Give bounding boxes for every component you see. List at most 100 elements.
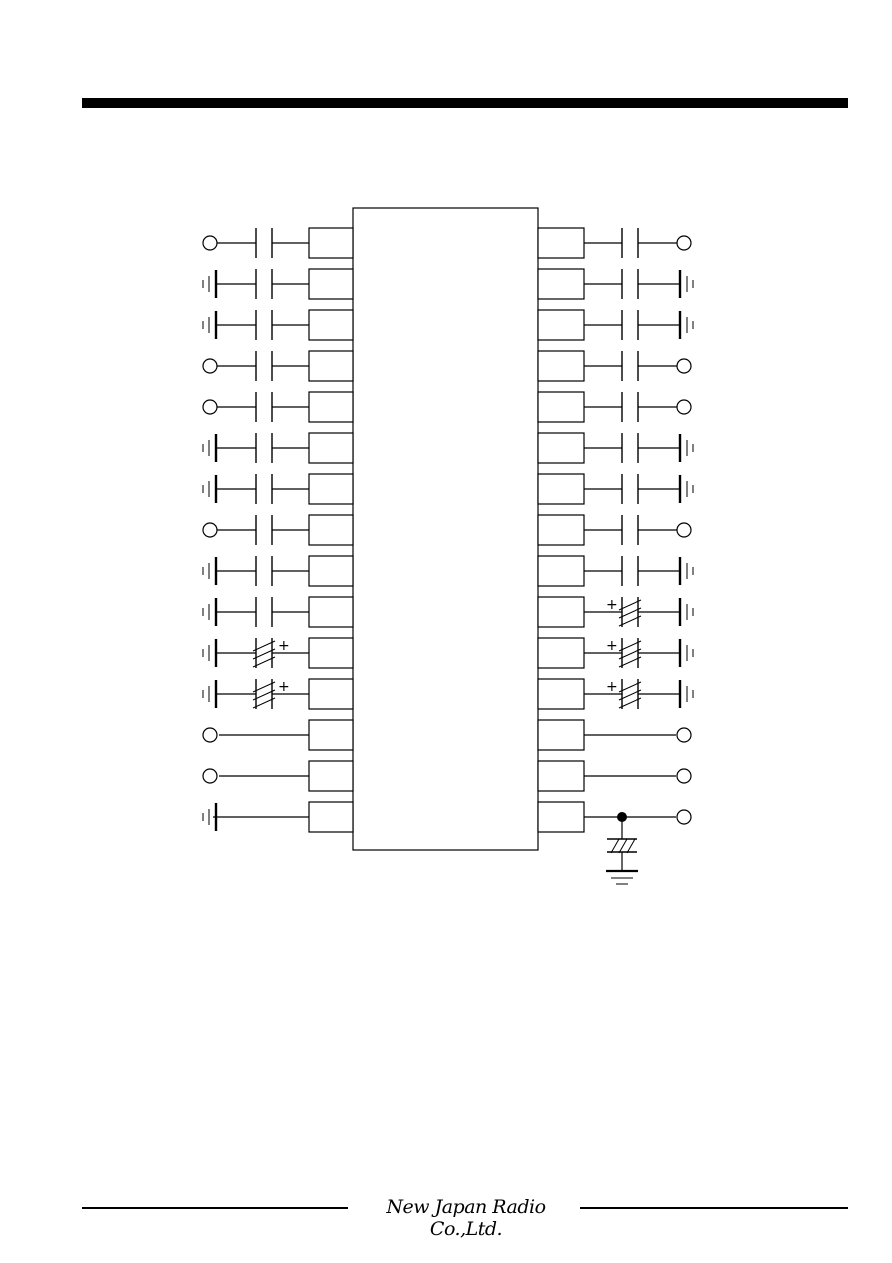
left-pin-9	[202, 555, 354, 587]
electrolytic-capacitor-icon: +	[252, 679, 290, 709]
pin-pad-left	[308, 227, 354, 259]
left-pin-7	[202, 473, 354, 505]
left-pin-13	[202, 719, 354, 751]
ic-package-body	[352, 207, 539, 851]
terminal-circle-icon	[676, 235, 692, 251]
right-pin-14	[537, 760, 692, 792]
pin-pad-right	[537, 268, 585, 300]
header-rule	[82, 98, 848, 108]
capacitor-icon	[255, 515, 273, 545]
terminal-circle-icon	[676, 358, 692, 374]
pin-pad-left	[308, 760, 354, 792]
right-pin-1	[537, 227, 692, 259]
capacitor-icon	[255, 310, 273, 340]
capacitor-icon	[255, 597, 273, 627]
polarity-plus-label: +	[606, 638, 618, 654]
right-pin-12: +	[537, 678, 694, 710]
ground-icon	[202, 270, 218, 298]
pin-pad-right	[537, 432, 585, 464]
pin-pad-left	[308, 350, 354, 382]
left-pin-8	[202, 514, 354, 546]
right-pin-13	[537, 719, 692, 751]
pin-pad-left	[308, 473, 354, 505]
terminal-circle-icon	[202, 768, 218, 784]
capacitor-hatch	[618, 697, 642, 709]
polarity-plus-label: +	[278, 638, 290, 654]
pin-pad-right	[537, 514, 585, 546]
ground-icon	[202, 557, 218, 585]
capacitor-hatch	[618, 656, 642, 668]
right-pin-3	[537, 309, 694, 341]
polarity-plus-label: +	[278, 679, 290, 695]
capacitor-icon	[621, 515, 639, 545]
capacitor-icon	[621, 556, 639, 586]
pin-pad-left	[308, 432, 354, 464]
pin-pad-left	[308, 555, 354, 587]
capacitor-icon	[621, 269, 639, 299]
pin-pad-left	[308, 719, 354, 751]
capacitor-icon	[621, 310, 639, 340]
pin-pad-left	[308, 678, 354, 710]
pin-pad-right	[537, 473, 585, 505]
left-pin-4	[202, 350, 354, 382]
ground-icon	[678, 311, 694, 339]
electrolytic-capacitor-icon: +	[252, 638, 290, 668]
pin-pad-right	[537, 678, 585, 710]
terminal-circle-icon	[202, 399, 218, 415]
capacitor-hatch	[618, 640, 642, 652]
pin-pad-right	[537, 719, 585, 751]
right-pin-11: +	[537, 637, 694, 669]
pin-pad-right	[537, 309, 585, 341]
capacitor-hatch	[618, 689, 642, 701]
ground-icon	[202, 803, 218, 831]
footer-rule-left	[82, 1207, 348, 1209]
capacitor-hatch	[626, 838, 636, 854]
pin-pad-left	[308, 514, 354, 546]
terminal-circle-icon	[676, 522, 692, 538]
ground-icon	[202, 475, 218, 503]
capacitor-icon	[621, 228, 639, 258]
left-pin-3	[202, 309, 354, 341]
capacitor-icon	[255, 433, 273, 463]
capacitor-hatch	[610, 838, 620, 854]
ground-icon	[202, 434, 218, 462]
ground-icon	[678, 557, 694, 585]
capacitor-icon	[255, 474, 273, 504]
capacitor-icon	[255, 228, 273, 258]
ground-icon	[202, 311, 218, 339]
capacitor-icon	[255, 351, 273, 381]
pin-pad-left	[308, 309, 354, 341]
terminal-circle-icon	[202, 235, 218, 251]
ground-icon	[678, 680, 694, 708]
terminal-circle-icon	[676, 809, 692, 825]
footer-rule-right	[580, 1207, 848, 1209]
pin-pad-left	[308, 596, 354, 628]
capacitor-hatch	[618, 607, 642, 619]
pin-pad-right	[537, 391, 585, 423]
left-pin-11: +	[202, 637, 354, 669]
ground-icon	[678, 475, 694, 503]
terminal-circle-icon	[202, 358, 218, 374]
right-pin-9	[537, 555, 694, 587]
left-pin-2	[202, 268, 354, 300]
pin-pad-right	[537, 350, 585, 382]
capacitor-hatch	[252, 689, 276, 701]
ground-icon	[678, 270, 694, 298]
capacitor-icon	[621, 433, 639, 463]
capacitor-hatch	[252, 648, 276, 660]
right-pin-7	[537, 473, 694, 505]
capacitor-hatch	[252, 697, 276, 709]
left-pin-1	[202, 227, 354, 259]
ground-icon	[202, 598, 218, 626]
ground-icon	[678, 639, 694, 667]
right-pin-15	[537, 801, 692, 885]
footer-company-logo: New Japan Radio Co.,Ltd.	[386, 1196, 546, 1240]
terminal-circle-icon	[202, 727, 218, 743]
pin-pad-right	[537, 227, 585, 259]
left-pin-15	[202, 801, 354, 833]
right-pin-5	[537, 391, 692, 423]
ground-icon	[678, 434, 694, 462]
capacitor-icon	[255, 392, 273, 422]
ground-icon	[202, 680, 218, 708]
